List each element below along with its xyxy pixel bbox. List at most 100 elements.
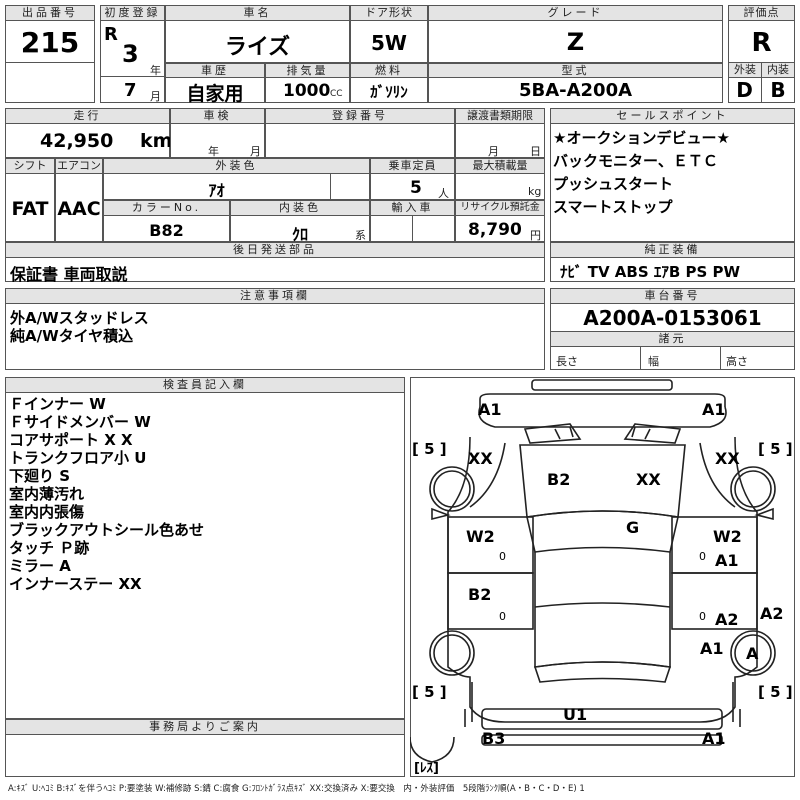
- exterior-rating: D: [736, 78, 753, 102]
- capacity-unit: 人: [438, 187, 449, 200]
- recycle-unit: 円: [530, 229, 541, 242]
- mark-rear-bumper-left: B3: [482, 729, 506, 748]
- mark-wheel-rr: A: [746, 644, 759, 663]
- sales-point-item: プッシュスタート: [553, 175, 674, 193]
- spare-tire-label: [ﾚｽ]: [414, 761, 439, 776]
- mileage-unit: km: [140, 130, 173, 152]
- mark-zero-rl: 0: [499, 610, 506, 623]
- car-name: ライズ: [224, 35, 291, 60]
- equipment-header: 純正装備: [551, 243, 794, 257]
- lot-header: 出品番号: [6, 6, 94, 20]
- inspection-box: [170, 108, 265, 158]
- shift: FAT: [11, 198, 49, 220]
- max-load-box: [455, 158, 545, 200]
- color-no: B82: [149, 221, 184, 240]
- mark-hood-left: B2: [547, 470, 571, 489]
- mark-rear-right: A1: [700, 639, 724, 658]
- interior-header: 内装: [762, 63, 794, 77]
- first-reg-year-unit: 年: [150, 64, 161, 77]
- mark-rear-quarter-r: A2: [760, 604, 784, 623]
- mark-trunk: U1: [563, 705, 588, 724]
- grade-header: グレード: [429, 6, 722, 20]
- notes-list: 外A/Wスタッドレス 純A/Wタイヤ積込: [10, 309, 149, 345]
- capacity-header: 乗車定員: [371, 159, 454, 173]
- tire-fr-label: [ 5 ]: [758, 440, 793, 458]
- displacement: 1000: [283, 81, 331, 101]
- mark-hood-right: XX: [636, 470, 661, 489]
- capacity-box: [370, 158, 455, 200]
- spec-width-label: 幅: [648, 355, 659, 368]
- rating: R: [751, 28, 772, 58]
- reg-no-box: [265, 108, 455, 158]
- capacity: 5: [410, 178, 422, 198]
- notes-header: 注意事項欄: [6, 289, 544, 303]
- mark-front-right: A1: [702, 400, 726, 419]
- fuel: ｶﾞｿﾘﾝ: [370, 83, 408, 101]
- tire-rl-label: [ 5 ]: [412, 683, 447, 701]
- later-items-header: 後日発送部品: [6, 243, 544, 257]
- specs-header: 諸元: [551, 332, 794, 346]
- inspector-item: トランクフロア小 U: [9, 449, 147, 467]
- displacement-header: 排気量: [266, 64, 349, 78]
- inspector-item: コアサポート X X: [9, 431, 133, 449]
- mark-door-fr2: A1: [715, 551, 739, 570]
- mark-zero-fl: 0: [499, 550, 506, 563]
- inspector-box: [5, 377, 405, 719]
- inspector-item: 室内内張傷: [9, 503, 85, 521]
- tire-fl-label: [ 5 ]: [412, 440, 447, 458]
- first-reg-month: 7: [124, 80, 137, 101]
- sales-point-box: [550, 108, 795, 242]
- diagram-box: [410, 377, 795, 777]
- exterior-header: 外装: [729, 63, 761, 77]
- inspector-notes: Ｆインナー W Ｆサイドメンバー W コアサポート X X トランクフロア小 U…: [9, 395, 204, 593]
- inspector-item: インナーステー XX: [9, 575, 142, 593]
- inspector-item: Ｆインナー W: [9, 395, 106, 413]
- mark-door-rr: A2: [715, 610, 739, 629]
- aircon-box: [55, 158, 103, 242]
- note-item: 外A/Wスタッドレス: [10, 309, 149, 327]
- int-color-box: [230, 200, 370, 242]
- mark-fender-left: XX: [468, 449, 493, 468]
- spec-height-label: 高さ: [726, 355, 748, 368]
- mark-door-fl: W2: [466, 527, 495, 546]
- grade-box: [428, 5, 723, 63]
- inspector-item: 下廻り S: [9, 467, 71, 485]
- mark-door-fr: W2: [713, 527, 742, 546]
- mileage-box: [5, 108, 170, 158]
- shift-header: シフト: [6, 159, 54, 173]
- model-code: 5BA-A200A: [518, 80, 633, 101]
- damage-diagram: [ 5 ] [ 5 ] [ 5 ] [ 5 ] [ﾚｽ] A1 A1 XX XX…: [410, 377, 795, 777]
- office-box: [5, 719, 405, 777]
- transfer-doc-header: 譲渡書類期限: [456, 109, 544, 123]
- door-type: 5W: [371, 31, 407, 55]
- car-name-header: 車名: [166, 6, 349, 20]
- inspection-year-unit: 年: [208, 145, 219, 158]
- inspector-item: ブラックアウトシール色あせ: [9, 521, 205, 539]
- car-name-box: [165, 5, 350, 63]
- sales-point-list: ★オークションデビュー★ バックモニター、ＥＴＣ プッシュスタート スマートスト…: [553, 127, 793, 219]
- rating-header: 評価点: [729, 6, 794, 20]
- color-no-box: [103, 200, 230, 242]
- first-reg-header: 初度登録: [101, 6, 164, 20]
- sales-point-item: ★オークションデビュー★: [553, 129, 730, 147]
- legend: A:ｷｽﾞ U:ﾍｺﾐ B:ｷｽﾞを伴うﾍｺﾐ P:要塗装 W:補修跡 S:錆 …: [8, 784, 585, 794]
- int-color-header: 内装色: [231, 201, 369, 215]
- later-items-box: [5, 242, 545, 282]
- car-outline: [410, 379, 776, 763]
- recycle-box: [455, 200, 545, 242]
- max-load-header: 最大積載量: [456, 159, 544, 173]
- displacement-unit: CC: [330, 89, 343, 99]
- chassis-header: 車台番号: [551, 289, 794, 303]
- fuel-header: 燃料: [351, 64, 427, 78]
- history-header: 車歴: [166, 64, 264, 78]
- inspection-month-unit: 月: [250, 145, 261, 158]
- ext-color-header: 外装色: [104, 159, 369, 173]
- transfer-doc-box: [455, 108, 545, 158]
- note-item: 純A/Wタイヤ積込: [10, 327, 134, 345]
- model-header: 型式: [429, 64, 722, 78]
- mark-fender-right: XX: [715, 449, 740, 468]
- transfer-day-unit: 日: [530, 145, 541, 158]
- int-color-unit: 系: [355, 229, 366, 242]
- chassis-number: A200A-0153061: [583, 306, 762, 330]
- sales-point-item: スマートストップ: [553, 198, 673, 216]
